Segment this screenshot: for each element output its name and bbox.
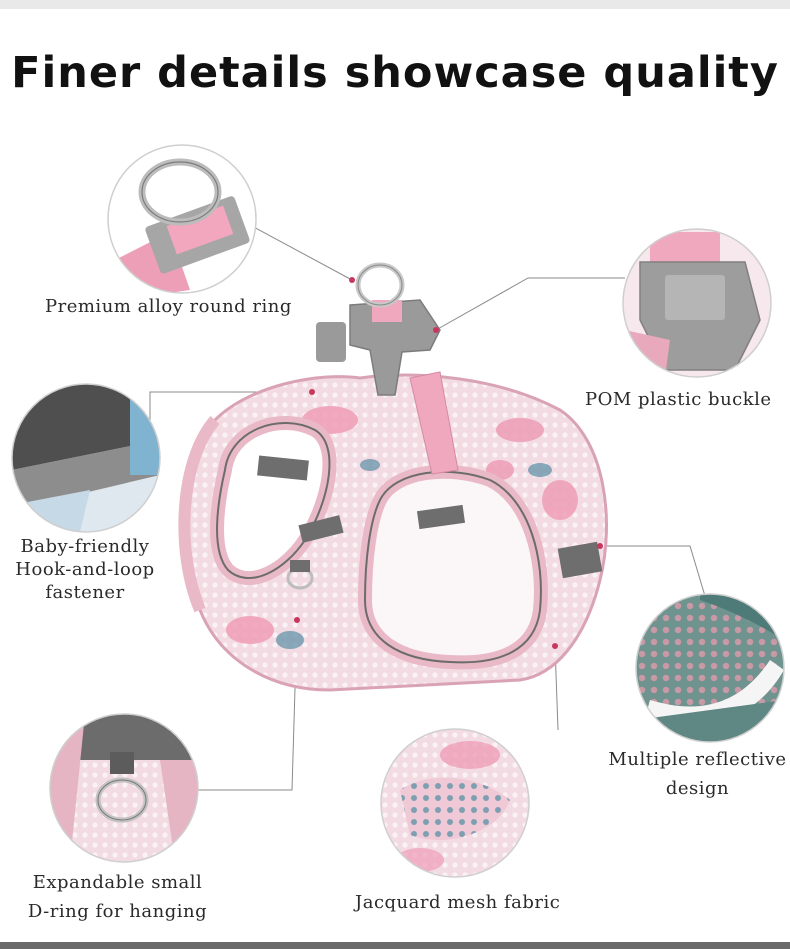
bottom-border — [0, 942, 790, 949]
detail-buckle-circle — [622, 228, 772, 378]
label-hook-loop: Baby-friendly Hook-and-loop fastener — [10, 535, 160, 604]
page-title: Finer details showcase quality — [11, 48, 779, 98]
callout-markers — [294, 277, 603, 649]
label-ring-line1: Premium alloy round ring — [45, 296, 292, 317]
label-hook-line1: Baby-friendly — [20, 536, 150, 557]
detail-ring-circle — [107, 144, 257, 294]
detail-dring-circle — [49, 713, 199, 863]
label-pom-buckle: POM plastic buckle — [585, 388, 772, 411]
label-reflective-line1: Multiple reflective — [608, 749, 787, 770]
label-dring-line2: D-ring for hanging — [27, 901, 208, 922]
label-dring-line1: Expandable small — [32, 872, 203, 893]
harness — [178, 262, 608, 692]
detail-reflective-circle — [635, 593, 785, 743]
label-reflective-line2: design — [665, 778, 730, 799]
label-jacquard-mesh: Jacquard mesh fabric — [355, 891, 560, 914]
label-hook-line3: fastener — [45, 582, 125, 603]
top-border — [0, 0, 790, 9]
detail-hook-circle — [11, 383, 161, 533]
detail-mesh-circle — [380, 728, 530, 878]
label-hook-line2: Hook-and-loop — [15, 559, 155, 580]
label-d-ring: Expandable small D-ring for hanging — [15, 871, 220, 923]
label-buckle-line1: POM plastic buckle — [585, 389, 772, 410]
label-premium-ring: Premium alloy round ring — [45, 295, 292, 318]
label-mesh-line1: Jacquard mesh fabric — [355, 892, 561, 913]
label-reflective: Multiple reflective design — [605, 748, 790, 800]
